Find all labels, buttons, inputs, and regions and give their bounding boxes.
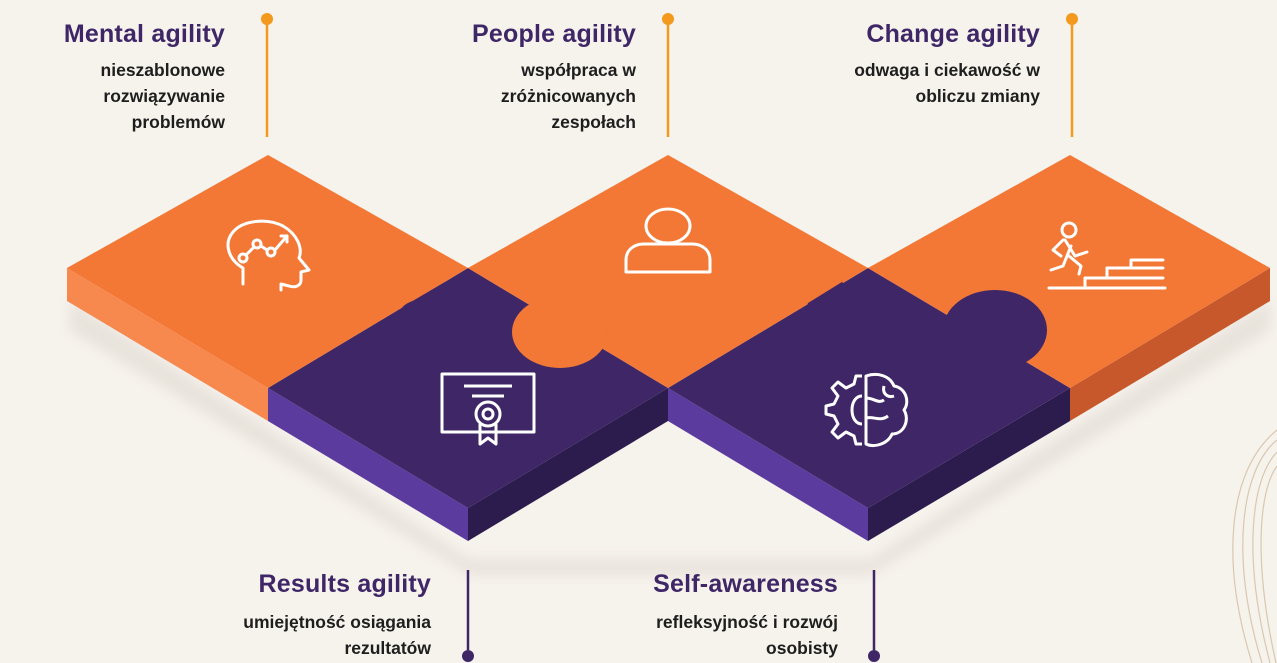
change-agility-description: odwaga i ciekawość w obliczu zmiany	[854, 60, 1040, 106]
dot-change	[1066, 13, 1078, 25]
side-self-left	[668, 388, 868, 541]
puzzle-shadow	[70, 300, 1270, 575]
decorative-curves	[1232, 429, 1277, 663]
dot-people	[662, 13, 674, 25]
side-results-left	[268, 388, 468, 541]
knob-purple-self-into-change	[943, 290, 1047, 370]
dot-results	[462, 650, 474, 662]
side-self-right	[868, 388, 1070, 541]
people-agility-title: People agility	[472, 20, 636, 48]
label-mental-agility: Mental agility nieszablonowe rozwiązywan…	[64, 19, 225, 135]
dot-mental	[261, 13, 273, 25]
knob-orange-people-into-results	[512, 296, 608, 368]
gear-brain-icon	[824, 372, 909, 448]
label-results-agility: Results agility umiejętność osiągania re…	[243, 569, 431, 661]
mental-agility-title: Mental agility	[63, 20, 225, 48]
side-change	[1070, 268, 1270, 421]
person-icon	[624, 207, 712, 274]
mental-agility-description: nieszablonowe rozwiązywanie problemów	[100, 60, 225, 132]
label-self-awareness: Self-awareness refleksyjność i rozwój os…	[653, 569, 838, 661]
person-climbing-stairs-icon	[1047, 221, 1167, 290]
side-mental	[67, 268, 268, 421]
certificate-icon	[440, 372, 536, 446]
leader-lines	[265, 22, 1074, 137]
side-results-right	[468, 388, 668, 541]
puzzle-piece-self	[668, 268, 1070, 508]
leader-dots	[261, 13, 1078, 25]
puzzle-piece-change	[868, 155, 1270, 388]
label-change-agility: Change agility odwaga i ciekawość w obli…	[854, 19, 1040, 109]
knob-orange-mental-notch	[398, 300, 442, 336]
leader-lines-bottom	[466, 570, 876, 650]
knob-purple-into-people	[806, 282, 920, 376]
puzzle-side-faces	[67, 268, 1270, 541]
people-agility-description: współpraca w zróżnicowanych zespołach	[500, 60, 636, 132]
leader-dots-bottom	[462, 650, 880, 662]
change-agility-title: Change agility	[866, 20, 1040, 48]
results-agility-title: Results agility	[258, 570, 431, 598]
dot-self	[868, 650, 880, 662]
results-agility-description: umiejętność osiągania rezultatów	[243, 612, 431, 658]
puzzle-knobs	[388, 282, 1047, 390]
self-awareness-description: refleksyjność i rozwój osobisty	[656, 612, 838, 658]
brain-growth-head-icon	[226, 219, 311, 292]
puzzle-piece-mental	[67, 155, 468, 388]
self-awareness-title: Self-awareness	[653, 570, 838, 598]
label-people-agility: People agility współpraca w zróżnicowany…	[472, 19, 636, 135]
